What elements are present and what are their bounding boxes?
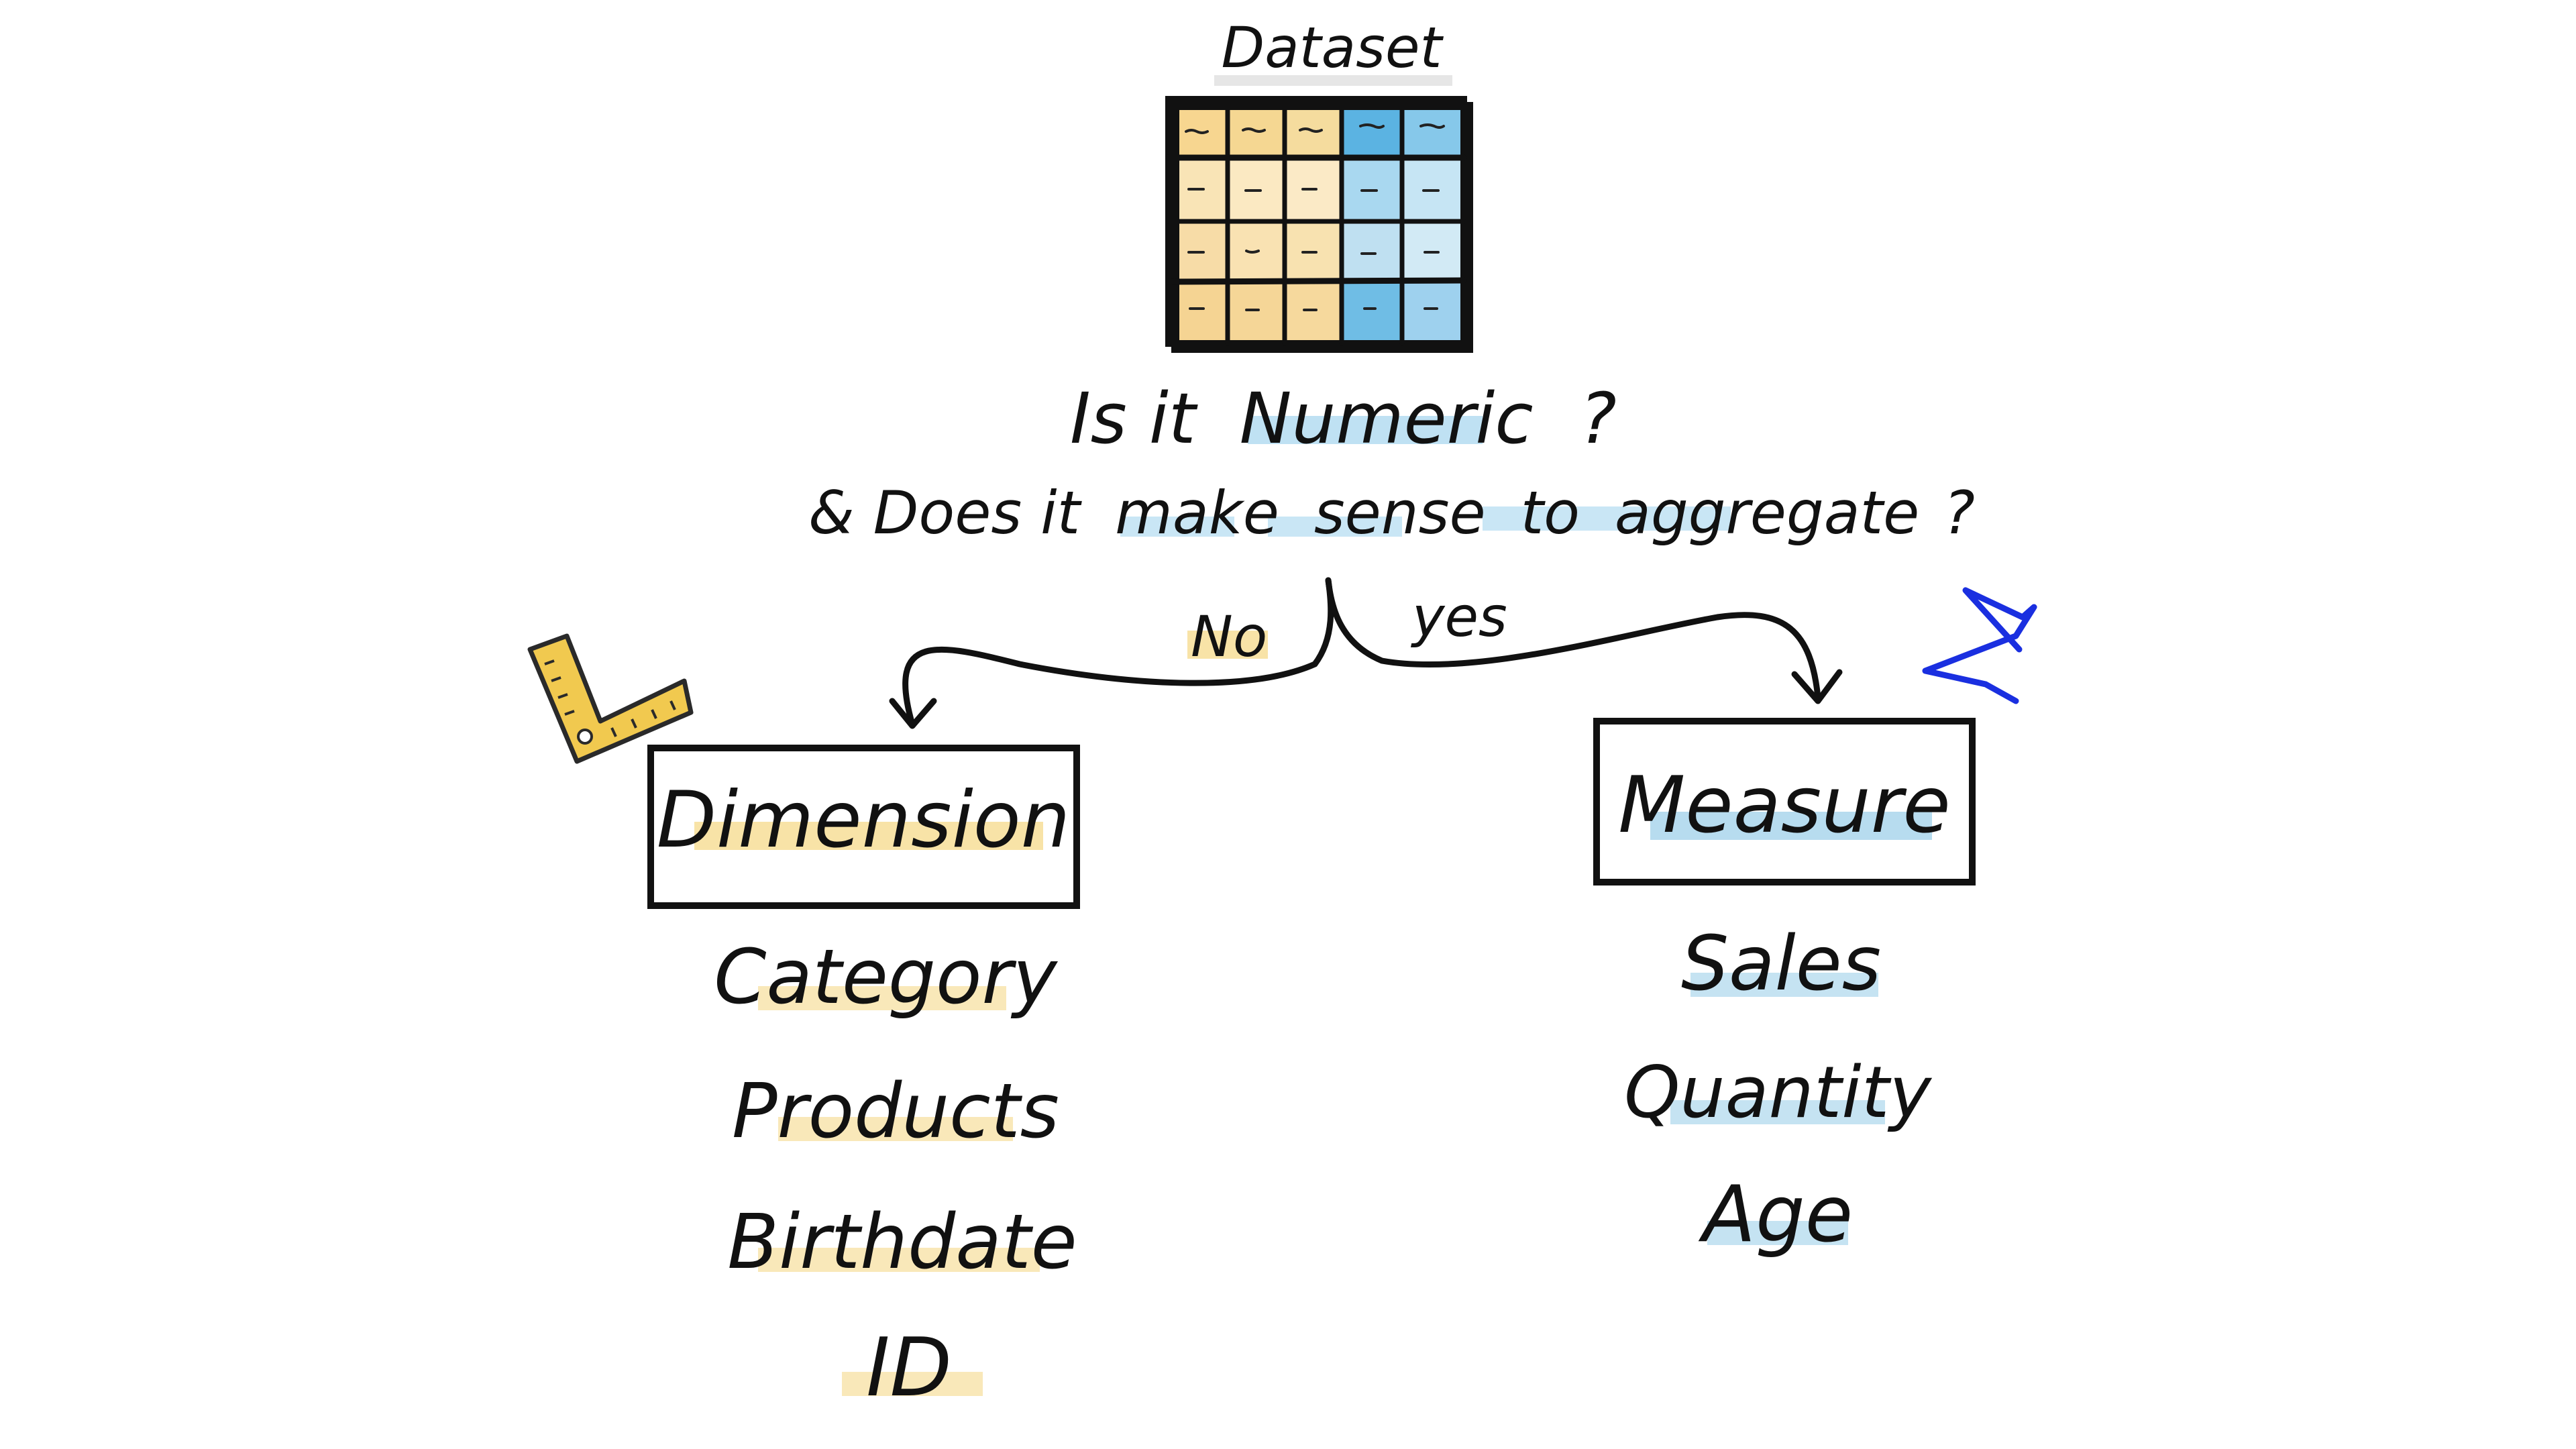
dataset-shadow (1171, 102, 1473, 353)
aggregate-highlight (1483, 506, 1731, 531)
cell-r1-c1 (1171, 101, 1228, 158)
dimension-item-products: Products (732, 1068, 1059, 1155)
cell-mark (1245, 250, 1260, 254)
dataset-table: Dataset (1165, 15, 1473, 353)
dataset-cell-marks (1185, 123, 1445, 311)
ruler-square-icon (527, 633, 694, 764)
measure-frame (1593, 718, 1976, 885)
cell-r4-c1 (1171, 282, 1228, 342)
question-mark-1: ? (1580, 378, 1617, 460)
question-make: make (1115, 478, 1279, 547)
dimension-title: Dimension (657, 775, 1071, 865)
question-sense: sense (1314, 478, 1486, 547)
question-to: to (1521, 478, 1580, 547)
dataset-title-highlight (1214, 75, 1452, 86)
ruler-body (527, 633, 694, 764)
measure-title-highlight (1650, 812, 1932, 840)
cell-mark (1242, 127, 1266, 133)
cell-r3-c4 (1342, 221, 1402, 282)
cell-r1-c2 (1228, 101, 1285, 158)
question-line-1: Is it Numeric ? (1070, 378, 1617, 460)
age-highlight (1707, 1221, 1848, 1245)
arrow-no-head (889, 698, 937, 729)
arrow-yes-head (1791, 669, 1843, 704)
measure-title: Measure (1618, 760, 1951, 851)
numeric-highlight (1248, 416, 1483, 444)
dimension-items: Category Products Birthdate ID (714, 934, 1077, 1415)
dataset-cells (1171, 101, 1462, 342)
dimension-item-birthdate: Birthdate (727, 1199, 1077, 1286)
question: Is it Numeric ? & Does it make sense to … (808, 378, 1975, 547)
question-mark-2: ? (1943, 478, 1975, 547)
make-highlight (1120, 517, 1234, 537)
sales-highlight (1690, 973, 1878, 997)
question-aggregate: aggregate (1615, 478, 1919, 547)
question-is-it: Is it (1070, 378, 1198, 460)
cell-mark (1419, 123, 1445, 129)
cell-r4-c4 (1342, 282, 1402, 342)
measure-items: Sales Quantity Age (1624, 920, 1932, 1260)
dataset-grid (1165, 96, 1467, 347)
cell-r4-c5 (1402, 282, 1462, 342)
sense-highlight (1268, 517, 1402, 537)
measure-item-quantity: Quantity (1624, 1051, 1932, 1134)
branch-labels: No yes (1187, 586, 1507, 669)
cell-r4-c2 (1228, 282, 1285, 342)
arrow-yes (1325, 577, 1821, 701)
question-does-it: & Does it (808, 478, 1083, 547)
sigma-icon (1922, 587, 2037, 704)
no-label-highlight (1187, 631, 1268, 659)
arrow-no (902, 577, 1334, 728)
cell-r1-c4 (1342, 101, 1402, 158)
branch-arrows (889, 577, 1843, 729)
grid-row-line-3 (1165, 277, 1467, 285)
cell-mark (1299, 127, 1323, 133)
cell-r1-c3 (1285, 101, 1342, 158)
dimension-title-highlight (694, 822, 1043, 850)
dimension-box: Dimension (647, 745, 1080, 909)
dataset-title: Dataset (1222, 15, 1444, 80)
ruler-ticks (544, 659, 676, 737)
cell-r4-c3 (1285, 282, 1342, 342)
quantity-highlight (1670, 1100, 1885, 1124)
ruler-pivot (577, 729, 593, 745)
measure-box: Measure (1593, 718, 1976, 885)
question-line-2: & Does it make sense to aggregate ? (808, 478, 1975, 547)
question-numeric: Numeric (1240, 378, 1534, 460)
yes-label: yes (1410, 586, 1507, 649)
cell-mark (1185, 129, 1209, 134)
dimension-item-category: Category (714, 934, 1058, 1021)
dimension-item-id: ID (866, 1322, 952, 1415)
birthdate-highlight (758, 1248, 1040, 1272)
products-highlight (778, 1117, 1013, 1141)
id-highlight (842, 1372, 983, 1396)
category-highlight (758, 986, 1006, 1010)
measure-item-age: Age (1698, 1169, 1853, 1260)
cell-r1-c5 (1402, 101, 1462, 158)
no-label: No (1191, 604, 1267, 669)
cell-mark (1359, 123, 1385, 129)
sigma-stroke (1922, 587, 2037, 704)
measure-item-sales: Sales (1681, 920, 1881, 1008)
